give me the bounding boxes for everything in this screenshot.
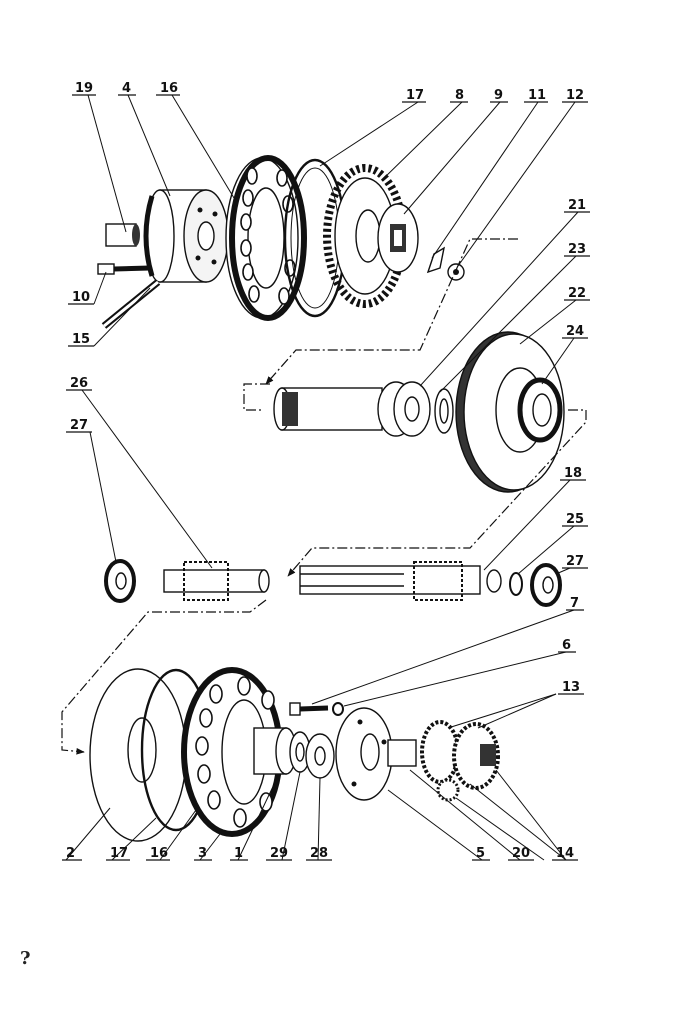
cage-part-9 [377,203,419,273]
splined-shaft-assembly [104,559,562,607]
part-label: 17 [406,88,424,103]
part-label: 16 [160,81,178,96]
part-label: 18 [564,466,582,481]
bearing-part-27-left [104,559,136,603]
ring-part-25 [509,572,523,596]
part-label: 19 [75,81,93,96]
part-label: 2 [66,846,75,861]
part-label: 27 [70,418,88,433]
assembly-path-lines [61,238,587,755]
bearing-part-3 [181,667,283,837]
part-label: 3 [198,846,207,861]
page-mark: ? [20,948,31,969]
part-label: 5 [476,846,485,861]
part-label: 27 [566,554,584,569]
nut-part-12 [447,263,465,281]
part-labels: 19 4 16 17 8 9 11 12 21 23 22 24 10 15 2… [62,81,590,861]
bearing-part-27-right [530,563,562,607]
stud-part-19 [105,223,140,247]
part-label: 11 [528,88,546,103]
bearing-part-16 [225,155,307,321]
bottom-assembly [89,667,500,842]
part-label: 16 [150,846,168,861]
lock-washer-part-11 [426,246,445,274]
part-label: 15 [72,332,90,347]
leader-lines [65,94,579,861]
part-label: 28 [310,846,328,861]
part-label: 1 [234,846,243,861]
bearing-part-24 [517,377,563,443]
washer-part-6 [332,702,344,716]
part-label: 29 [270,846,288,861]
part-label: 20 [512,846,530,861]
part-label: 21 [568,198,586,213]
housing-part-4 [143,189,229,283]
thrust-washer-part-28 [305,733,335,779]
small-gear-part-20 [436,778,460,802]
top-assembly [97,155,465,329]
planet-gears-part-13 [420,720,500,790]
part-label: 22 [568,286,586,301]
part-label: 25 [566,512,584,527]
splined-shaft-part-18 [299,561,502,601]
part-label: 12 [566,88,584,103]
part-label: 7 [570,596,579,611]
part-label: 26 [70,376,88,391]
part-label: 24 [566,324,584,339]
part-label: 17 [110,846,128,861]
part-label: 14 [556,846,574,861]
flange-part-5 [335,707,417,801]
part-label: 6 [562,638,571,653]
part-label: 10 [72,290,90,305]
middle-shaft-assembly [273,331,565,493]
washer-part-29 [289,731,311,773]
bolt-part-10 [97,263,151,275]
part-label: 9 [494,88,503,103]
part-label: 8 [455,88,464,103]
part-label: 13 [562,680,580,695]
part-label: 23 [568,242,586,257]
shaft-part-21 [273,381,431,437]
pinion-shaft-part-26 [163,561,270,601]
bolt-part-7 [289,702,329,716]
part-label: 4 [122,81,131,96]
spacer-part-23 [434,388,454,434]
